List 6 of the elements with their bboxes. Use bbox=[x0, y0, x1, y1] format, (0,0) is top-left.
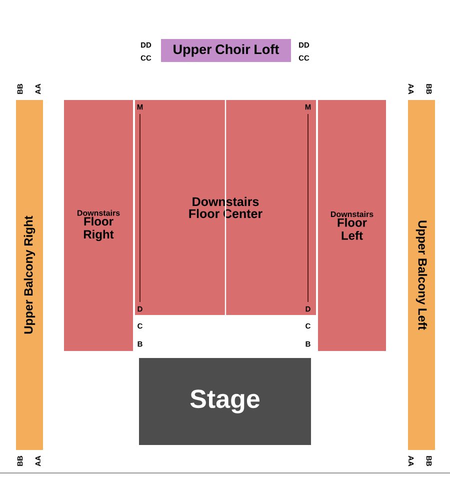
section-box: Downstairs Floor Right bbox=[64, 100, 133, 351]
section-box: Downstairs Floor Left bbox=[318, 100, 386, 351]
section-box: Upper Choir Loft bbox=[161, 39, 291, 62]
section-box: Upper Balcony Left bbox=[408, 100, 435, 450]
section-box: Upper Balcony Right bbox=[16, 100, 43, 450]
stage-box: Stage bbox=[139, 358, 311, 445]
